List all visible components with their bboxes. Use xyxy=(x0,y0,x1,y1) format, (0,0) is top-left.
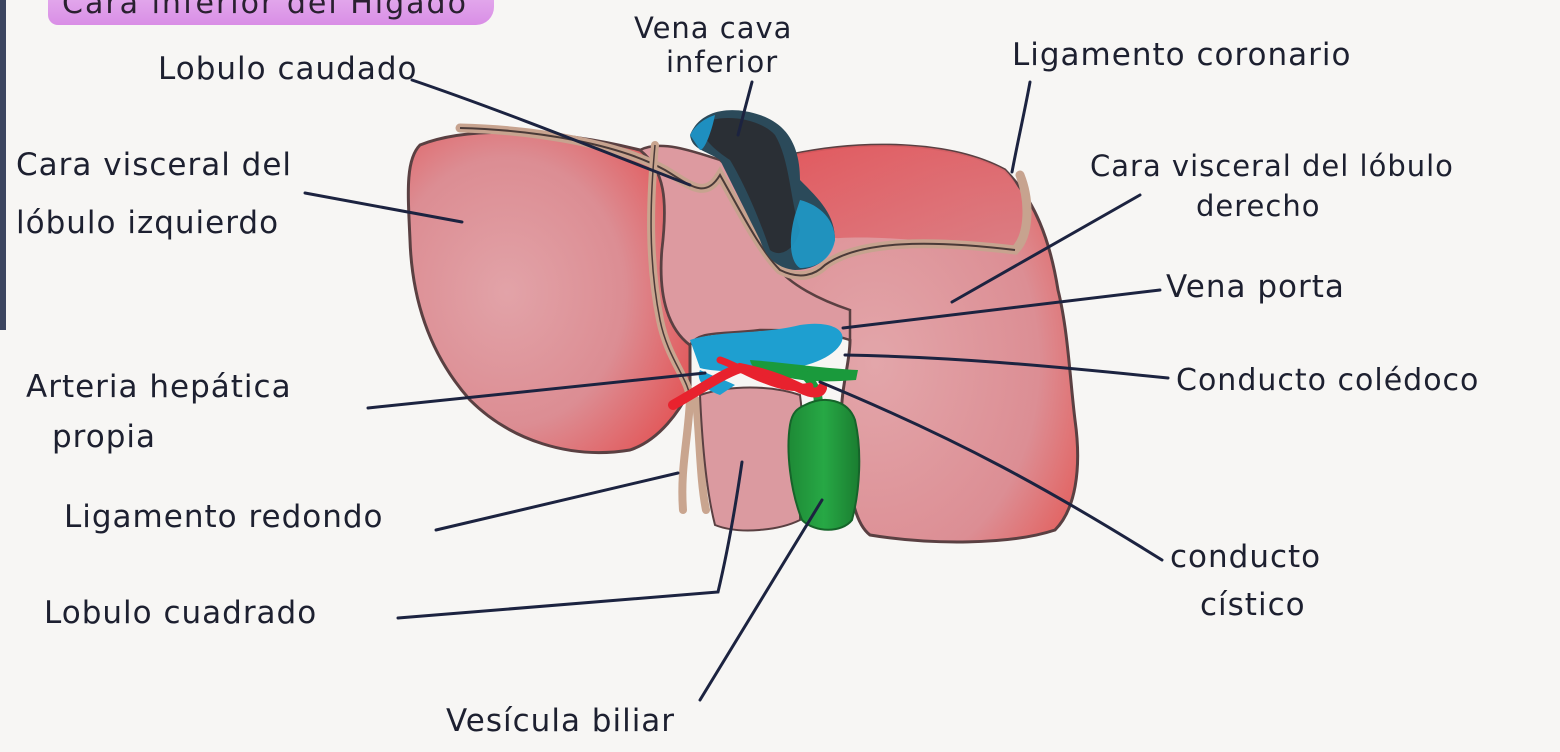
label-left-lobe-line1: Cara visceral del xyxy=(16,148,292,184)
label-right-lobe-line1: Cara visceral del lóbulo xyxy=(1090,150,1454,183)
quadrate-lobe xyxy=(700,388,802,531)
label-hepatic-artery-line2: propia xyxy=(52,420,156,456)
label-round-ligament: Ligamento redondo xyxy=(64,500,384,536)
label-cystic-duct-line2: cístico xyxy=(1200,588,1306,624)
label-common-bile-duct: Conducto colédoco xyxy=(1176,364,1479,399)
label-gallbladder: Vesícula biliar xyxy=(446,704,675,740)
label-quadrate-lobe: Lobulo cuadrado xyxy=(44,596,317,632)
label-left-lobe-line2: lóbulo izquierdo xyxy=(16,206,279,242)
label-cystic-duct-line1: conducto xyxy=(1170,540,1321,576)
label-caudate-lobe: Lobulo caudado xyxy=(158,52,417,88)
label-portal-vein: Vena porta xyxy=(1166,270,1345,306)
gallbladder xyxy=(789,400,860,530)
page-title: Cara inferior del Hígado xyxy=(48,0,494,25)
label-ivc-line2: inferior xyxy=(666,46,778,79)
label-ivc-line1: Vena cava xyxy=(634,12,792,45)
left-lobe xyxy=(408,132,690,452)
label-right-lobe-line2: derecho xyxy=(1196,190,1320,223)
label-coronary-ligament: Ligamento coronario xyxy=(1012,38,1351,74)
label-hepatic-artery-line1: Arteria hepática xyxy=(26,370,292,406)
